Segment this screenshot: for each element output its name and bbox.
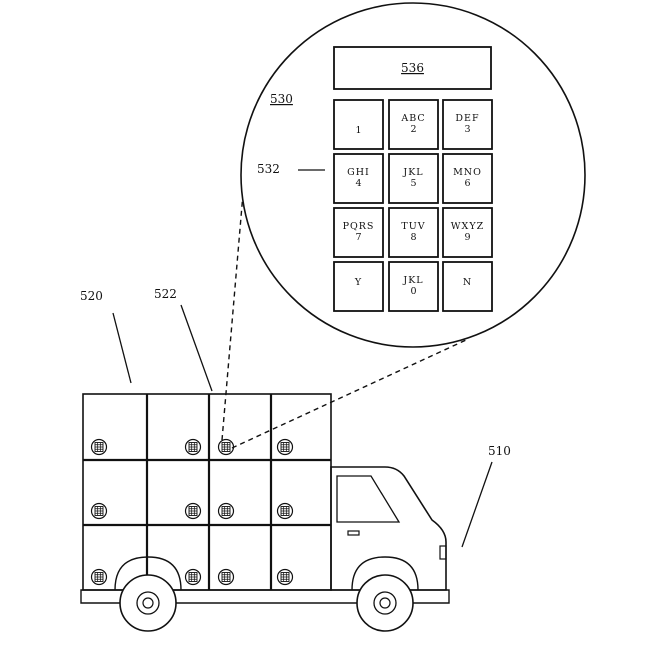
leader-510 bbox=[461, 461, 493, 548]
keypad-key-frame bbox=[333, 261, 384, 312]
keypad-key[interactable]: Y bbox=[333, 261, 384, 312]
reference-leaders bbox=[112, 169, 493, 548]
detail-projection-lines bbox=[221, 181, 467, 449]
locker-keypad-icon[interactable] bbox=[184, 568, 202, 586]
cargo-box-outline bbox=[82, 393, 332, 591]
locker-keypad-icon[interactable] bbox=[217, 438, 235, 456]
locker-keypad-icon[interactable] bbox=[276, 438, 294, 456]
keypad-key-digit: 1 bbox=[355, 125, 361, 136]
ref-530: 530 bbox=[270, 92, 293, 106]
keypad-key-frame bbox=[333, 99, 384, 150]
keypad-key-digit: 6 bbox=[464, 178, 470, 189]
locker-keypad-icon[interactable] bbox=[276, 502, 294, 520]
keypad-key-digit: 9 bbox=[464, 232, 470, 243]
cab-door-handle bbox=[347, 530, 360, 536]
keypad-key-digit: 5 bbox=[410, 178, 416, 189]
keypad-key-frame bbox=[333, 153, 384, 204]
locker-vertical-dividers bbox=[145, 394, 273, 590]
ref-532: 532 bbox=[257, 162, 280, 176]
locker-keypad-icon[interactable] bbox=[276, 568, 294, 586]
keypad-key-digit: 7 bbox=[355, 232, 361, 243]
keypad-key[interactable]: N bbox=[442, 261, 493, 312]
locker-keypad-icon[interactable] bbox=[90, 438, 108, 456]
keypad-key-digit: 2 bbox=[410, 124, 416, 135]
keypad-display bbox=[333, 46, 492, 90]
locker-keypad-icon[interactable] bbox=[217, 502, 235, 520]
keypad-key-digit: 4 bbox=[355, 178, 361, 189]
keypad-key-frame bbox=[388, 153, 439, 204]
keypad-key-letters: DEF bbox=[455, 113, 479, 124]
keypad-key-frame bbox=[442, 207, 493, 258]
ref-536: 536 bbox=[401, 61, 424, 75]
keypad-key-letters: Y bbox=[354, 277, 362, 288]
keypad-key-frame bbox=[442, 99, 493, 150]
keypad-key-frame bbox=[388, 99, 439, 150]
keypad-key-letters: MNO bbox=[453, 167, 482, 178]
keypad-key-frame bbox=[388, 207, 439, 258]
locker-keypads bbox=[90, 438, 294, 586]
keypad-key-letters: N bbox=[463, 277, 472, 288]
truck-wheels bbox=[119, 574, 414, 632]
rear-wheel bbox=[119, 574, 177, 632]
keypad-key-letters: TUV bbox=[401, 221, 425, 232]
ref-522: 522 bbox=[154, 287, 177, 301]
keypad-key-frame bbox=[442, 153, 493, 204]
locker-keypad-icon[interactable] bbox=[90, 568, 108, 586]
headlight bbox=[439, 545, 447, 560]
ref-510: 510 bbox=[488, 444, 511, 458]
cargo-locker-body bbox=[82, 393, 332, 591]
keypad-key[interactable]: 1 bbox=[333, 99, 384, 150]
ref-520: 520 bbox=[80, 289, 103, 303]
leader-520 bbox=[112, 312, 132, 384]
keypad-key-frame bbox=[442, 261, 493, 312]
locker-keypad-icon[interactable] bbox=[184, 438, 202, 456]
locker-keypad-icon[interactable] bbox=[90, 502, 108, 520]
keypad-key-letters: GHI bbox=[347, 167, 370, 178]
keypad-key-letters: WXYZ bbox=[451, 221, 484, 232]
keypad-key-letters: JKL bbox=[402, 275, 423, 286]
keypad-key-digit: 0 bbox=[410, 286, 416, 297]
cab-window bbox=[336, 475, 401, 523]
truck-cab bbox=[330, 466, 447, 591]
keypad-key-frame bbox=[388, 261, 439, 312]
locker-horizontal-dividers bbox=[83, 458, 331, 527]
keypad-key-digit: 3 bbox=[464, 124, 470, 135]
keypad-key-frame bbox=[333, 207, 384, 258]
locker-keypad-icon[interactable] bbox=[184, 502, 202, 520]
keypad-key-letters: JKL bbox=[402, 167, 423, 178]
front-wheel bbox=[356, 574, 414, 632]
keypad-key-letters: ABC bbox=[400, 113, 425, 124]
front-wheel-arch bbox=[351, 556, 419, 591]
keypad-key-letters: PQRS bbox=[343, 221, 375, 232]
locker-keypad-icon[interactable] bbox=[217, 568, 235, 586]
keypad-key-digit: 8 bbox=[410, 232, 416, 243]
leader-522 bbox=[180, 304, 213, 392]
